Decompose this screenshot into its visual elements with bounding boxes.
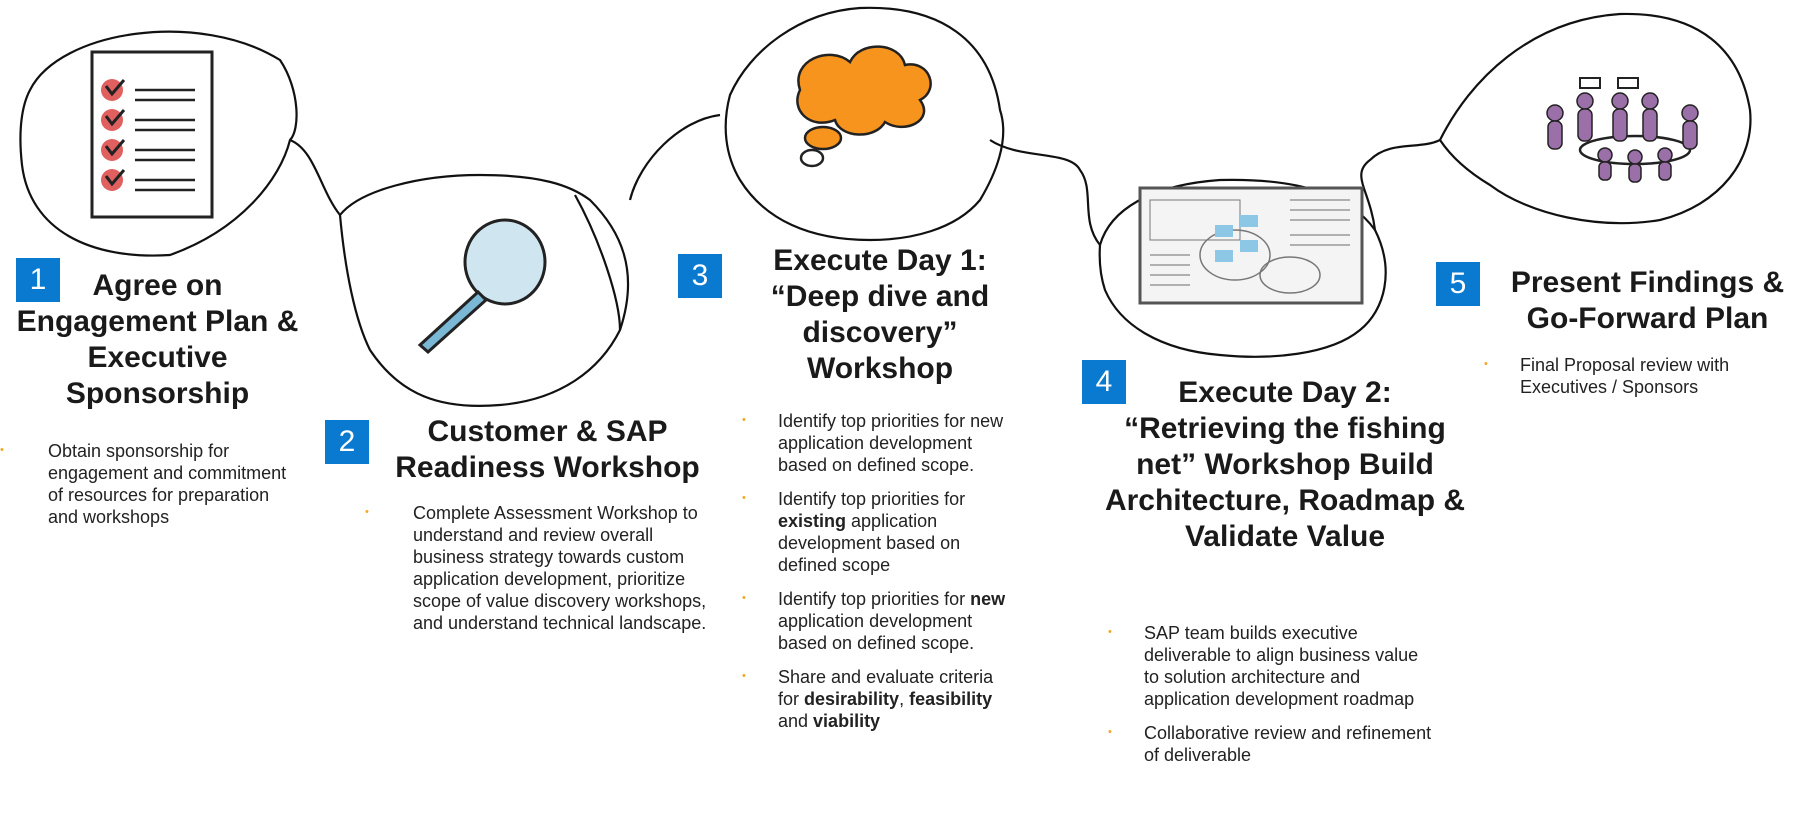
list-item: Share and evaluate criteria for desirabi… — [742, 665, 1012, 732]
list-item: Complete Assessment Workshop to understa… — [365, 501, 720, 634]
bullet-emphasis: existing — [778, 511, 847, 531]
list-item: SAP team builds executive deliverable to… — [1108, 621, 1438, 710]
step-5-number: 5 — [1436, 262, 1480, 306]
list-item: Identify top priorities for existing app… — [742, 487, 1012, 576]
list-item: Final Proposal review with Executives / … — [1484, 353, 1784, 398]
bullet-text: , — [899, 689, 910, 709]
magnifier-icon — [417, 218, 547, 355]
lens-1 — [19, 30, 298, 257]
step-2-number: 2 — [325, 420, 369, 464]
step-1-number: 1 — [16, 258, 60, 302]
bullet-text: Identify top priorities for new applicat… — [778, 411, 1004, 475]
bullet-text: Identify top priorities for — [778, 489, 966, 509]
bullet-text: Share and evaluate criteria for — [778, 667, 994, 709]
bullet-text: and — [778, 711, 814, 731]
bullet-text: application development based on defined… — [778, 511, 961, 575]
bullet-emphasis: new — [970, 589, 1006, 609]
whiteboard-icon — [1138, 186, 1364, 305]
connector-line — [289, 113, 1441, 331]
step-1-bullets: Obtain sponsorship for engagement and co… — [0, 439, 290, 540]
step-3-bullets: Identify top priorities for new applicat… — [742, 409, 1012, 744]
step-2-title: Customer & SAP Readiness Workshop — [395, 415, 700, 484]
bullet-emphasis: feasibility — [909, 689, 993, 709]
lens-3 — [724, 6, 1005, 242]
meeting-table-icon — [1546, 77, 1699, 183]
step-3-number: 3 — [678, 254, 722, 298]
list-item: Obtain sponsorship for engagement and co… — [0, 439, 290, 528]
bullet-emphasis: viability — [813, 711, 881, 731]
lens-2 — [338, 173, 630, 407]
step-5-title: Present Findings & Go-Forward Plan — [1510, 266, 1785, 335]
step-4-bullets: SAP team builds executive deliverable to… — [1108, 621, 1438, 778]
checklist-icon — [90, 50, 214, 219]
list-item: Collaborative review and refinement of d… — [1108, 721, 1438, 766]
step-4-number: 4 — [1082, 360, 1126, 404]
lens-5 — [1438, 12, 1752, 225]
step-4-title: Execute Day 2: “Retrieving the fishing n… — [1104, 376, 1466, 553]
bullet-text: application development based on defined… — [778, 611, 975, 653]
bullet-emphasis: desirability — [804, 689, 900, 709]
lens-4 — [1098, 178, 1387, 358]
list-item: Identify top priorities for new applicat… — [742, 409, 1012, 476]
list-item: Identify top priorities for new applicat… — [742, 587, 1012, 654]
step-1-title: Agree on Engagement Plan & Executive Spo… — [16, 269, 299, 410]
bullet-text: Identify top priorities for — [778, 589, 971, 609]
step-2-bullets: Complete Assessment Workshop to understa… — [365, 501, 720, 646]
step-3-title: Execute Day 1: “Deep dive and discovery”… — [770, 244, 990, 385]
step-5-bullets: Final Proposal review with Executives / … — [1484, 353, 1784, 410]
thought-cloud-icon — [796, 45, 932, 168]
